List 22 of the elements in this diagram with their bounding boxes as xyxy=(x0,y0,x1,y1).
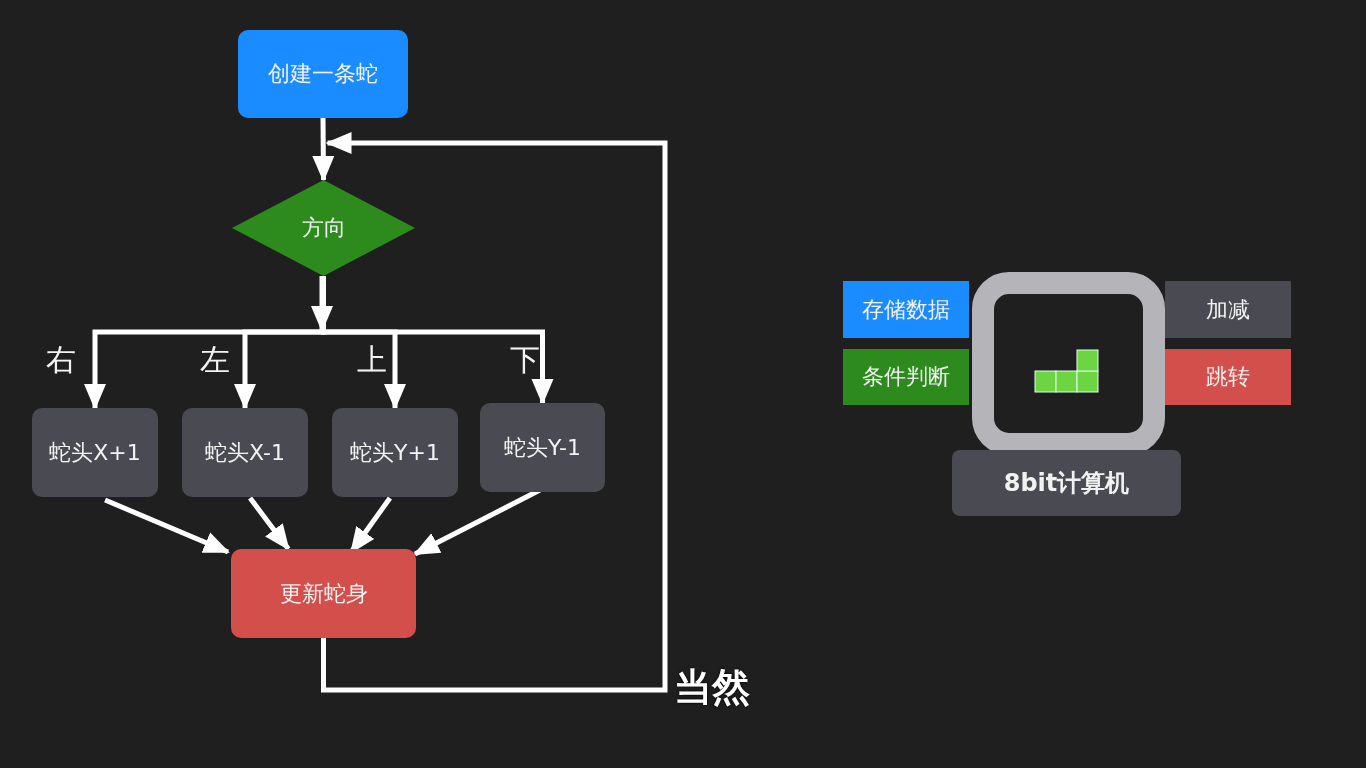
process-box: 创建一条蛇 xyxy=(238,30,408,118)
feature-box: 条件判断 xyxy=(843,349,969,405)
feature-box: 跳转 xyxy=(1165,349,1291,405)
edge-label: 下 xyxy=(510,341,540,379)
process-box: 蛇头X-1 xyxy=(182,408,308,497)
arrow xyxy=(311,276,333,332)
decision-diamond: 方向 xyxy=(232,180,415,276)
edge-label: 右 xyxy=(46,341,76,379)
arrow xyxy=(104,497,230,555)
arrow xyxy=(248,496,291,551)
process-box: 蛇头Y+1 xyxy=(332,408,458,497)
edge-label: 左 xyxy=(200,341,230,379)
title-box: 8bit计算机 xyxy=(952,450,1181,516)
arrow xyxy=(312,118,335,182)
process-box: 蛇头Y-1 xyxy=(480,403,605,492)
process-box: 蛇头X+1 xyxy=(32,408,158,497)
edge-label: 上 xyxy=(357,341,387,379)
process-box: 更新蛇身 xyxy=(231,549,416,638)
arrow xyxy=(321,132,668,693)
subtitle-text: 当然 xyxy=(674,664,750,711)
feature-box: 加减 xyxy=(1165,281,1291,338)
feature-box: 存储数据 xyxy=(843,281,969,338)
